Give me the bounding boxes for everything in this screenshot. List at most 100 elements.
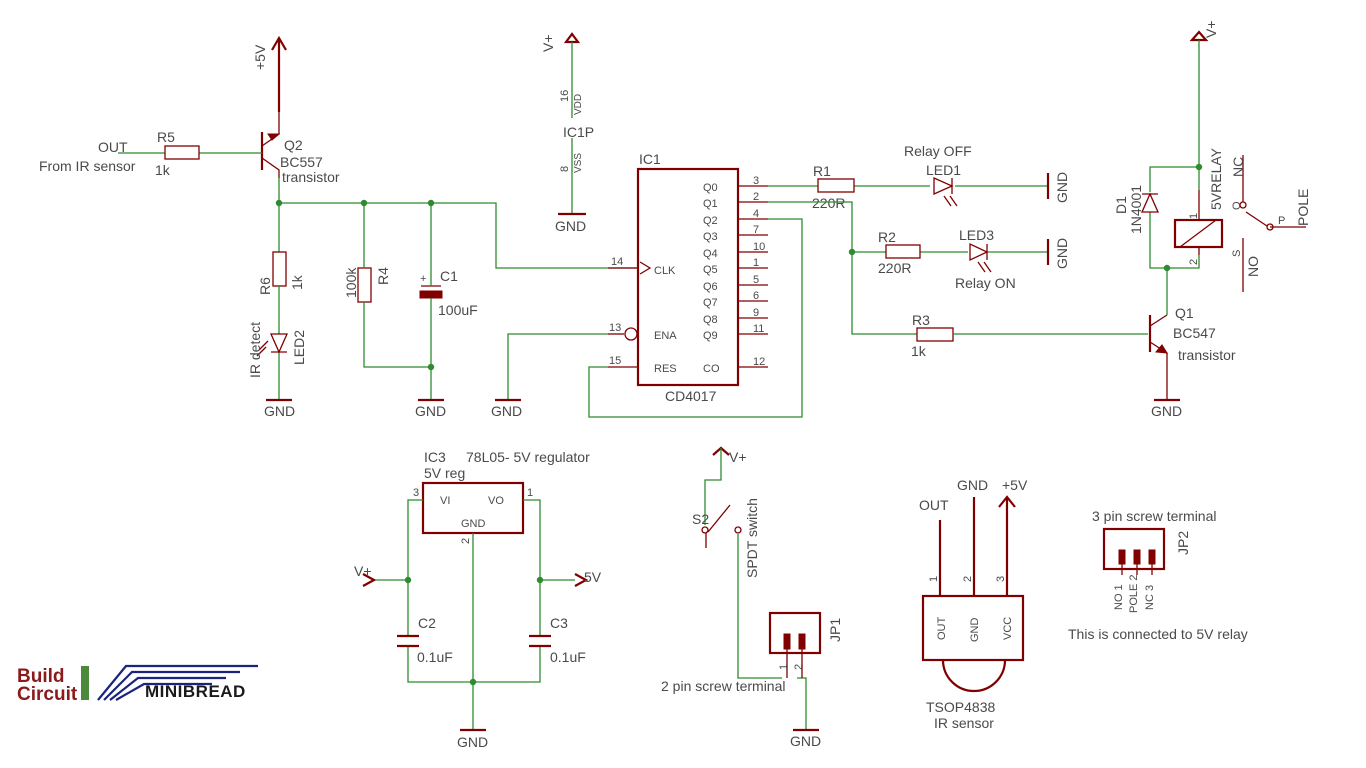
gnd-label-ena: GND — [491, 403, 522, 419]
jp2-nc3: NC 3 — [1144, 585, 1156, 610]
ic1p-rail: V+ — [540, 34, 556, 52]
jp2-pole2: POLE 2 — [1128, 574, 1140, 613]
r5-from-label: From IR sensor — [39, 158, 136, 174]
gnd-label-ic1p: GND — [555, 218, 586, 234]
relay-rail: V+ — [1203, 20, 1219, 38]
relay-pole-contact — [1266, 223, 1274, 231]
relay-o: O — [1231, 201, 1243, 210]
tsop-pin2: 2 — [962, 576, 974, 582]
relay-no: NO — [1245, 256, 1261, 277]
jp2-ref: JP2 — [1175, 531, 1191, 555]
vcc-arrow-icon — [271, 35, 287, 112]
jp2-note: This is connected to 5V relay — [1068, 626, 1248, 642]
r4-value: 100k — [343, 267, 359, 298]
ic1-pin-label: Q2 — [703, 215, 718, 227]
c1-ref: C1 — [440, 268, 458, 284]
r3-resistor — [916, 327, 954, 342]
ic3-pin2: 2 — [460, 538, 472, 544]
ic3-section: IC3 78L05- 5V regulator 5V reg VI VO GND… — [354, 449, 602, 750]
c1-capacitor — [419, 290, 443, 299]
ic1p-vdd: VDD — [573, 94, 584, 115]
tsop-vcc: VCC — [1002, 617, 1014, 640]
relay-s: S — [1231, 250, 1243, 257]
q2-ref: Q2 — [284, 137, 303, 153]
r6-value: 1k — [289, 274, 305, 290]
ic3-desc: 78L05- 5V regulator — [466, 449, 590, 465]
led2-ref: LED2 — [291, 330, 307, 365]
jp1-ref: JP1 — [827, 618, 843, 642]
ic1-pin-label: CO — [703, 363, 720, 375]
gnd-label-jp1: GND — [790, 733, 821, 749]
s2-section: V+ S2 SPDT switch 1 2 JP1 2 pin screw te… — [661, 446, 843, 749]
q2-leads — [261, 112, 280, 178]
q2-value: BC557 — [280, 154, 323, 170]
q2-desc: transistor — [282, 169, 340, 185]
c2-value: 0.1uF — [417, 649, 453, 665]
ic1-pin-number: 2 — [753, 191, 759, 203]
ic1-pin-number: 12 — [753, 356, 765, 368]
ic1-name: CD4017 — [665, 388, 717, 404]
tsop-gnd: GND — [969, 618, 981, 643]
svg-text:+: + — [420, 273, 426, 285]
vplus-arrow-icon — [563, 32, 581, 44]
ic1-pin-label: Q1 — [703, 198, 718, 210]
jp2-section: 3 pin screw terminal JP2 NO 1 POLE 2 NC … — [1068, 508, 1248, 642]
led1-light-icon — [943, 195, 958, 207]
led2-diode-icon — [269, 333, 289, 354]
logo-build: Build — [17, 666, 65, 687]
ic1-pin-label: Q4 — [703, 248, 718, 260]
c2-c3-capacitors — [397, 634, 551, 648]
s2-ref: S2 — [692, 511, 709, 527]
ic1-pin-label: Q7 — [703, 297, 718, 309]
r5-ref: R5 — [157, 129, 175, 145]
r4-resistor — [357, 267, 372, 303]
relay-section: V+ D1 1N4001 1 2 5VRELAY NC O S NO P POL… — [1113, 20, 1311, 419]
r3-ref: R3 — [912, 312, 930, 328]
out-arrow-icon — [574, 573, 589, 587]
pin-14: 14 — [611, 256, 623, 268]
pin-res: RES — [654, 363, 677, 375]
jp2-desc: 3 pin screw terminal — [1092, 508, 1217, 524]
clk-triangle-icon — [639, 261, 652, 275]
q1-emitter-arrow-icon — [1154, 344, 1168, 354]
r5-resistor — [164, 145, 200, 160]
gnd-label-q1: GND — [1151, 403, 1182, 419]
tsop-gnd-top: GND — [957, 477, 988, 493]
jp2-no1: NO 1 — [1113, 584, 1125, 610]
ic3-value: 5V reg — [424, 465, 465, 481]
ic1p-ref: IC1P — [563, 124, 594, 140]
ic1-pin-label: Q6 — [703, 281, 718, 293]
ic1p-section: V+ 16 VDD IC1P 8 VSS GND — [540, 32, 594, 234]
logo: Build Circuit MINIBREAD — [17, 664, 258, 705]
led1-desc: Relay OFF — [904, 143, 972, 159]
r1-resistor — [817, 178, 855, 193]
led1-ref: LED1 — [926, 162, 961, 178]
c3-value: 0.1uF — [550, 649, 586, 665]
r2-value: 220R — [878, 260, 911, 276]
r6-resistor — [272, 251, 287, 287]
led-section: R1 220R Relay OFF LED1 GND R2 220R LED3 … — [768, 143, 1148, 359]
q1-desc: transistor — [1178, 347, 1236, 363]
relay-pole: POLE — [1295, 189, 1311, 226]
r2-ref: R2 — [878, 229, 896, 245]
tsop-rail: +5V — [1002, 477, 1028, 493]
ic3-pin1: 1 — [527, 487, 533, 499]
led1-diode-icon — [933, 176, 954, 196]
r5-out-label: OUT — [98, 139, 128, 155]
ic1-ref: IC1 — [639, 151, 661, 167]
pin-15: 15 — [609, 355, 621, 367]
ic1-pin-number: 6 — [753, 290, 759, 302]
c3-ref: C3 — [550, 615, 568, 631]
led2-desc: IR detect — [247, 322, 263, 378]
c1-value: 100uF — [438, 302, 478, 318]
relay-pin2: 2 — [1188, 259, 1200, 265]
ic1p-pin-vdd: 16 — [559, 90, 571, 102]
tsop-body — [921, 594, 1025, 662]
tsop-pin3: 3 — [995, 576, 1007, 582]
relay-name: 5VRELAY — [1208, 147, 1224, 210]
q2-rail-label: +5V — [252, 44, 268, 70]
c2-ref: C2 — [418, 615, 436, 631]
led3-desc: Relay ON — [955, 275, 1016, 291]
